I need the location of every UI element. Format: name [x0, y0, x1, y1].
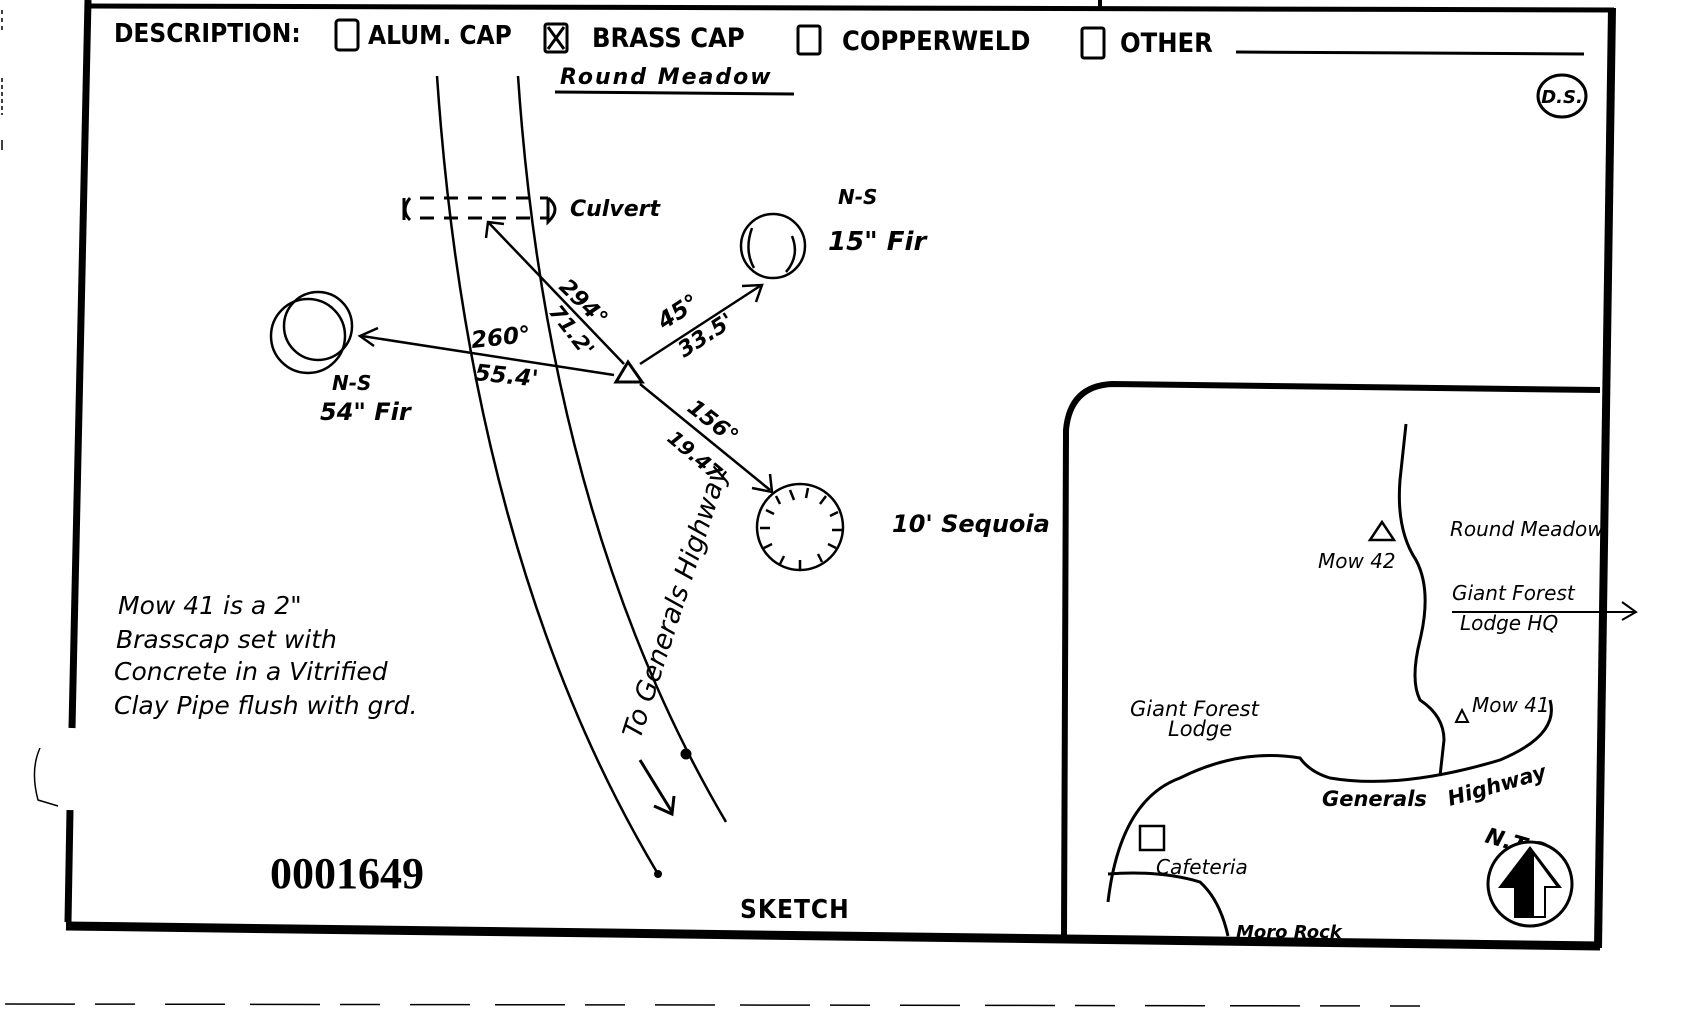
- cafeteria-building-icon: [1138, 824, 1166, 852]
- sketch-section-label: SKETCH: [740, 895, 850, 925]
- highway-label-part1: Generals: [1322, 787, 1427, 811]
- round-meadow-label: Round Meadow: [1450, 517, 1604, 541]
- sheet-frame: [64, 0, 1616, 951]
- vicinity-map-frame: [1061, 380, 1601, 937]
- station-triangle-icon: [613, 359, 645, 384]
- copperweld-label: COPPERWELD: [842, 26, 1030, 57]
- document-number: 0001649: [270, 849, 424, 898]
- other-label: OTHER: [1120, 28, 1213, 59]
- tie-distance-54in-fir: 55.4': [473, 360, 539, 393]
- scan-marks: [1, 10, 59, 807]
- option-brass-cap[interactable]: BRASS CAP: [543, 22, 745, 54]
- tie-line-culvert: [487, 221, 625, 365]
- sketch-title: Round Meadow: [560, 65, 773, 90]
- lodge-line2: Lodge: [1168, 717, 1232, 741]
- sketch-title-underline: [554, 90, 795, 96]
- option-copperweld[interactable]: COPPERWELD: [796, 24, 1030, 57]
- initials-text: D.S.: [1541, 87, 1583, 108]
- note-line: Clay Pipe flush with grd.: [114, 691, 417, 720]
- lodge-hq-line1: Giant Forest: [1452, 581, 1576, 605]
- option-alum-cap[interactable]: ALUM. CAP: [334, 18, 512, 52]
- tree-54in-fir-icon: [269, 290, 354, 375]
- highway-label: To Generals Highway: [617, 462, 735, 743]
- moro-rock-label: Moro Rock: [1236, 922, 1343, 943]
- station-42-label: Mow 42: [1318, 549, 1396, 573]
- fir-15-line2: 15" Fir: [828, 227, 928, 257]
- sequoia-label: 10' Sequoia: [892, 510, 1050, 538]
- option-other[interactable]: OTHER: [1080, 26, 1585, 60]
- lodge-hq-pointer: Giant Forest Lodge HQ: [1452, 581, 1638, 635]
- arrowhead-icon: [484, 220, 505, 239]
- station-notes: Mow 41 is a 2" Brasscap set with Concret…: [114, 591, 417, 720]
- culvert-label: Culvert: [570, 197, 661, 222]
- note-line: Concrete in a Vitrified: [114, 657, 388, 686]
- tree-sequoia-icon: [755, 482, 845, 572]
- other-input-line[interactable]: [1235, 50, 1585, 56]
- alum-cap-label: ALUM. CAP: [368, 21, 512, 51]
- fir-54-line2: 54" Fir: [320, 398, 413, 426]
- tree-15in-fir-icon: [739, 212, 807, 280]
- station-41-triangle-icon: [1454, 707, 1470, 723]
- vicinity-map-roads: [1106, 423, 1553, 937]
- description-label: DESCRIPTION:: [114, 19, 301, 49]
- arrowhead-icon: [357, 326, 379, 348]
- station-41-label: Mow 41: [1472, 693, 1550, 717]
- highway-marker-dot: [680, 748, 692, 760]
- copperweld-checkbox[interactable]: [796, 24, 822, 56]
- scan-dash-line: [4, 1003, 1421, 1007]
- lodge-line1: Giant Forest: [1130, 697, 1260, 721]
- note-line: Mow 41 is a 2": [118, 591, 302, 620]
- arrowhead-icon: [741, 283, 764, 303]
- other-checkbox[interactable]: [1080, 26, 1106, 60]
- checkmark-x-icon: [546, 26, 566, 50]
- highway-edges: [435, 75, 728, 875]
- tie-line-sequoia: [639, 383, 771, 491]
- tie-bearing-54in-fir: 260°: [470, 322, 532, 354]
- culvert: [402, 196, 557, 226]
- direction-arrow-icon: [638, 759, 676, 817]
- brass-cap-label: BRASS CAP: [592, 23, 745, 54]
- station-42-triangle-icon: [1367, 519, 1397, 542]
- alum-cap-checkbox[interactable]: [334, 18, 360, 52]
- brass-cap-checkbox[interactable]: [543, 22, 569, 54]
- highway-end-dot: [654, 870, 662, 878]
- arrowhead-icon: [751, 473, 774, 494]
- highway-label-part2: Highway: [1445, 759, 1550, 810]
- lodge-hq-line2: Lodge HQ: [1460, 611, 1558, 635]
- tie-line-54in-fir: [361, 334, 615, 377]
- cafeteria-label: Cafeteria: [1156, 855, 1248, 879]
- tie-line-15in-fir: [639, 284, 761, 366]
- arrow-right-icon: [1621, 601, 1638, 621]
- initials-stamp: D.S.: [1536, 73, 1588, 119]
- fir-54-line1: N-S: [332, 371, 371, 395]
- north-arrow-icon: [1486, 840, 1574, 928]
- fir-15-line1: N-S: [838, 185, 877, 209]
- tie-lines: [357, 220, 774, 494]
- note-line: Brasscap set with: [116, 625, 337, 654]
